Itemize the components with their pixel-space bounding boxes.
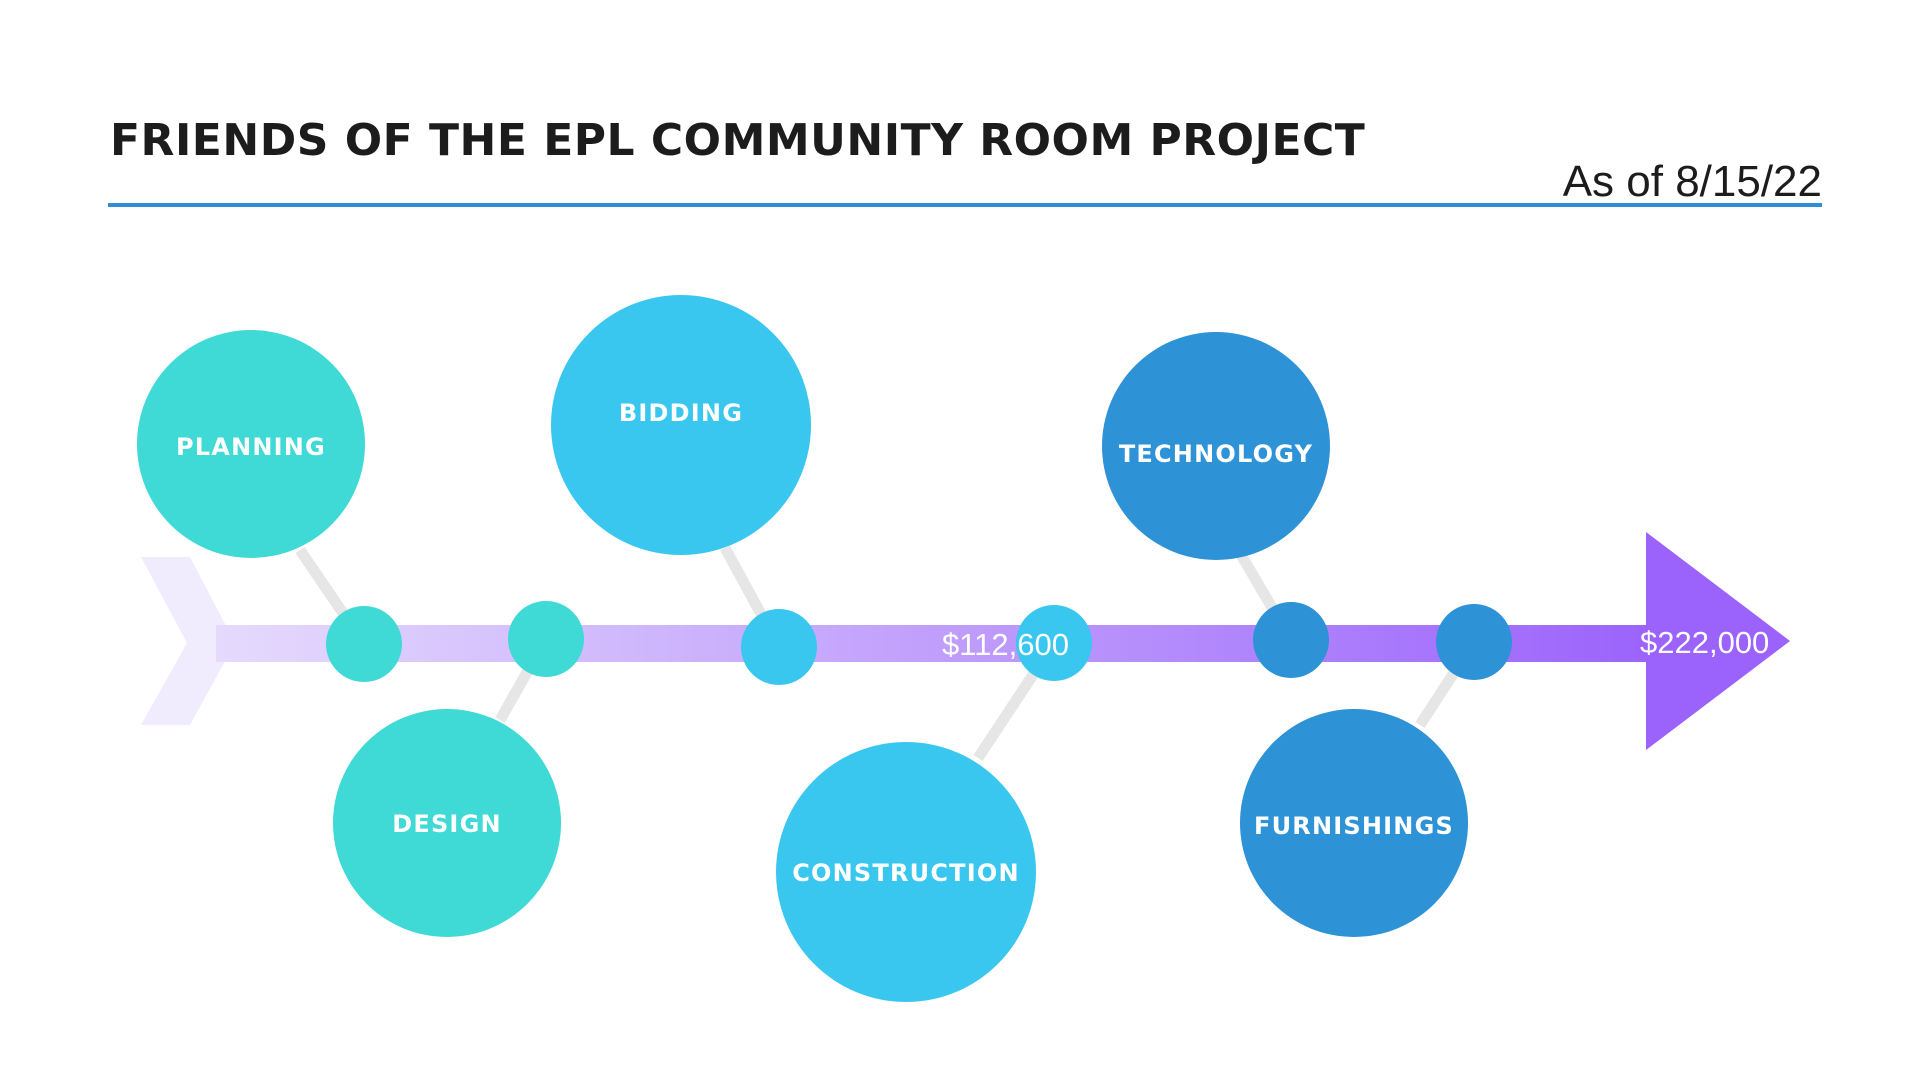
phase-node: FURNISHINGS bbox=[1240, 709, 1468, 937]
timeline-dot bbox=[1436, 604, 1512, 680]
phase-node: DESIGN bbox=[333, 709, 561, 937]
phase-label: PLANNING bbox=[176, 433, 326, 461]
as-of-date: As of 8/15/22 bbox=[1563, 157, 1822, 206]
milestone-amount: $112,600 bbox=[942, 627, 1069, 662]
milestone-amount: $222,000 bbox=[1640, 625, 1769, 660]
phase-label: BIDDING bbox=[619, 399, 743, 427]
timeline-dot bbox=[741, 609, 817, 685]
phase-circle bbox=[776, 742, 1036, 1002]
phase-node: CONSTRUCTION bbox=[776, 742, 1036, 1002]
phase-label: DESIGN bbox=[392, 810, 502, 838]
phase-node: TECHNOLOGY bbox=[1102, 332, 1330, 560]
phase-label: CONSTRUCTION bbox=[792, 859, 1020, 887]
phase-circle bbox=[333, 709, 561, 937]
timeline-bar bbox=[216, 625, 1656, 662]
phase-circle bbox=[551, 295, 811, 555]
phase-label: FURNISHINGS bbox=[1254, 812, 1454, 840]
timeline-dot bbox=[326, 606, 402, 682]
title-rule bbox=[108, 203, 1822, 207]
phase-node: BIDDING bbox=[551, 295, 811, 555]
phase-circles: PLANNING DESIGN BIDDING CONSTRUCTION TECHNOL… bbox=[137, 295, 1468, 1002]
phase-circle bbox=[1102, 332, 1330, 560]
timeline-arrowhead bbox=[1646, 532, 1790, 750]
timeline-dot bbox=[508, 601, 584, 677]
phase-node: PLANNING bbox=[137, 330, 365, 558]
phase-circle bbox=[137, 330, 365, 558]
phase-label: TECHNOLOGY bbox=[1119, 440, 1313, 468]
page-title: FRIENDS OF THE EPL COMMUNITY ROOM PROJEC… bbox=[110, 115, 1365, 166]
timeline-dot bbox=[1016, 605, 1092, 681]
timeline-dots bbox=[326, 601, 1512, 685]
timeline-dot bbox=[1253, 602, 1329, 678]
phase-circle bbox=[1240, 709, 1468, 937]
timeline-tail bbox=[141, 557, 235, 725]
